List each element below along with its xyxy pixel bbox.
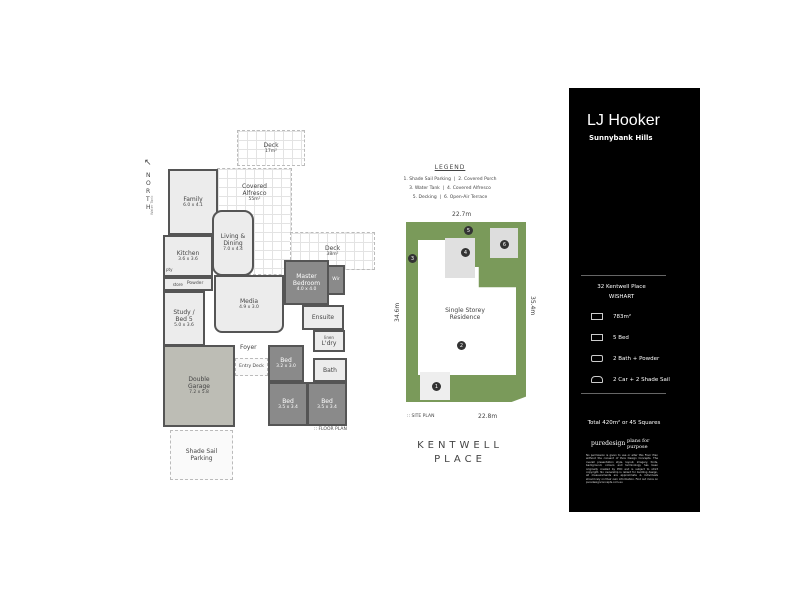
marker-2: 2 <box>457 341 466 350</box>
feature-land: 783m² <box>591 306 700 327</box>
plans-for-purpose-logo: plans for purpose <box>627 438 650 450</box>
dim-left: 34.6m <box>394 302 401 322</box>
floor-plan-caption: :: FLOOR PLAN <box>314 427 347 432</box>
agent-info-panel: LJ Hooker Sunnybank Hills 32 Kentwell Pl… <box>569 88 700 512</box>
street-name-line2: PLACE <box>434 454 486 465</box>
street-name-line1: KENTWELL <box>417 440 503 451</box>
ensuite: Ensuite <box>302 305 344 330</box>
dim-bottom: 22.8m <box>478 413 498 420</box>
marker-5: 5 <box>464 226 473 235</box>
marker-6: 6 <box>500 240 509 249</box>
features-list: 783m² 5 Bed 2 Bath + Powder 2 Car + 2 Sh… <box>569 306 700 390</box>
feature-label: 2 Bath + Powder <box>613 355 660 362</box>
legend-line: 1. Shade Sail Parking | 2. Covered Porch <box>403 177 497 182</box>
foyer-label: Foyer <box>240 344 257 351</box>
marker-4: 4 <box>461 248 470 257</box>
legend-line: 3. Water Tank | 4. Covered Alfresco <box>409 186 491 191</box>
legend-title: LEGEND <box>434 164 466 171</box>
divider <box>581 275 666 276</box>
dim-right: 35.4m <box>529 296 536 316</box>
car-icon <box>591 376 603 383</box>
bath-icon <box>591 355 603 362</box>
feature-label: 2 Car + 2 Shade Sail <box>613 376 670 383</box>
divider <box>581 393 666 394</box>
site-plan-caption: :: SITE PLAN <box>407 414 435 419</box>
feature-car: 2 Car + 2 Shade Sail <box>591 369 700 390</box>
entry-deck: Entry Deck <box>235 358 268 376</box>
office-name: Sunnybank Hills <box>589 134 653 142</box>
feature-label: 783m² <box>613 313 632 320</box>
marker-1: 1 <box>432 382 441 391</box>
bathroom: Bath <box>313 358 347 382</box>
pantry-label: pty <box>166 267 173 272</box>
legend-line: 5. Decking | 6. Open-Air Terrace <box>412 195 488 200</box>
disclaimer: No permission is given to use or alter t… <box>586 454 658 485</box>
shade-sail-parking: Shade Sail Parking <box>170 430 233 480</box>
bed-icon <box>591 334 603 341</box>
brand-logo: LJ Hooker <box>587 112 660 129</box>
land-icon <box>591 313 603 320</box>
puredesign-logo: puredesign <box>591 440 626 447</box>
feature-bed: 5 Bed <box>591 327 700 348</box>
walk-in-robe: Wir <box>327 265 345 295</box>
alfresco-area <box>445 238 475 278</box>
marker-3: 3 <box>408 254 417 263</box>
feature-label: 5 Bed <box>613 334 629 341</box>
water-tank-label: Water Tank <box>150 195 154 215</box>
north-label: NORTH <box>146 172 152 211</box>
total-area: Total 420m² or 45 Squares <box>587 420 661 426</box>
address: 32 Kentwell Place <box>597 284 646 290</box>
dim-top: 22.7m <box>452 211 472 218</box>
suburb: WISHART <box>608 294 635 300</box>
north-arrow-icon: ↖ <box>144 158 152 168</box>
feature-bath: 2 Bath + Powder <box>591 348 700 369</box>
residence-label: Single Storey Residence <box>445 307 485 321</box>
